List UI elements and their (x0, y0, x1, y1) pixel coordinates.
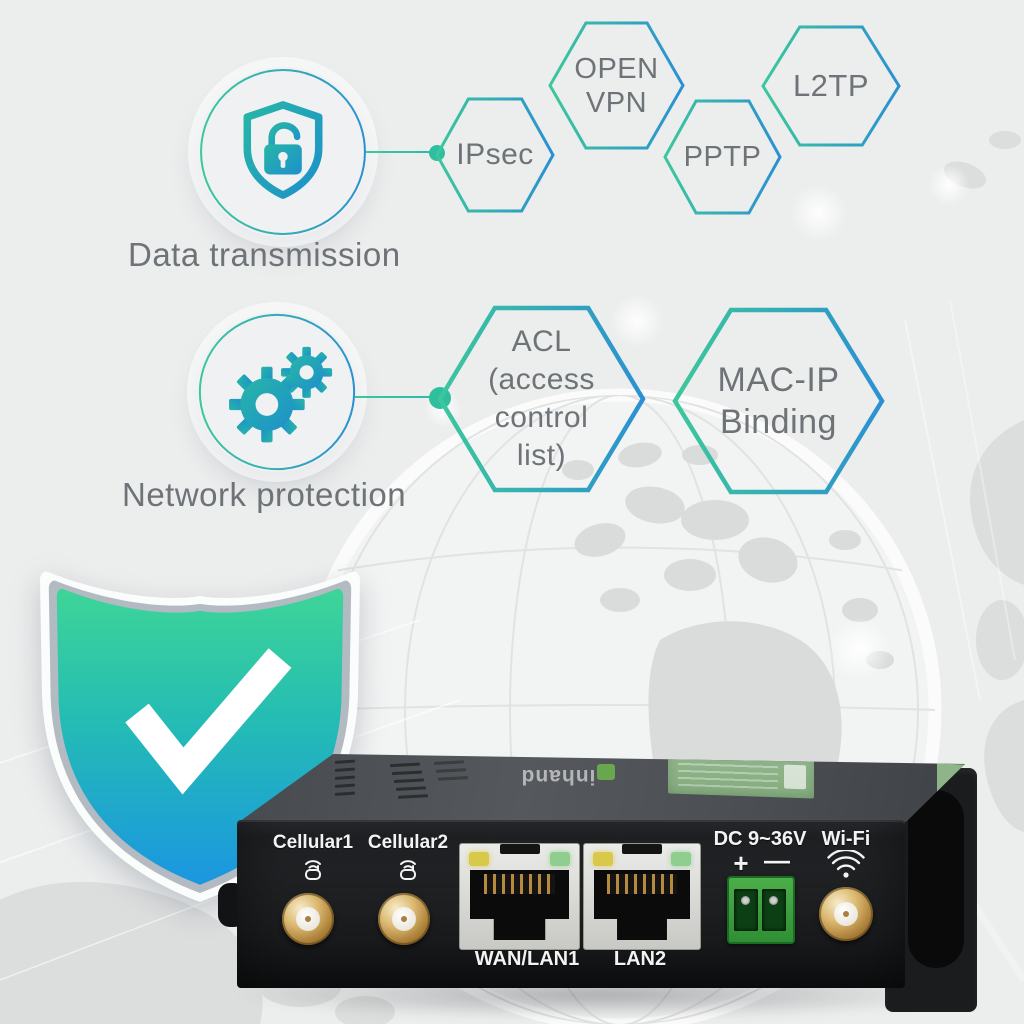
din-rail-clip-bar (908, 790, 964, 968)
gradient-ring (197, 312, 357, 472)
hex-openvpn-line1: OPEN (574, 52, 659, 85)
network-protection-badge (197, 312, 357, 472)
dc-plus-label: + (733, 848, 749, 878)
glow-dot (610, 294, 664, 348)
cellular1-label: Cellular1 (272, 832, 354, 853)
hex-acl-line2: (access (488, 363, 595, 396)
connector-line (366, 151, 438, 153)
port2-led-yellow (593, 852, 613, 866)
port1-latch (500, 844, 540, 854)
antenna-icon (305, 860, 321, 880)
port2-opening (594, 870, 690, 940)
hex-l2tp-label: L2TP (792, 68, 870, 103)
lan2-label: LAN2 (613, 948, 667, 970)
port1-led-yellow (469, 852, 489, 866)
hex-macip-line1: MAC-IP (717, 361, 840, 399)
port2-led-green (671, 852, 691, 866)
glow-dot (790, 184, 848, 242)
gradient-ring (198, 67, 368, 237)
cellular2-label: Cellular2 (367, 832, 449, 853)
brand-logo-mark (597, 764, 615, 780)
wifi-label: Wi-Fi (821, 828, 871, 850)
wifi-icon (827, 850, 865, 878)
ethernet-port-wan-lan1 (459, 843, 580, 950)
dc-terminal-block (727, 876, 795, 944)
wifi-sma-connector (819, 887, 873, 941)
cellular2-sma-connector (378, 893, 430, 945)
glow-dot (826, 616, 892, 682)
dc-voltage-label: DC 9~36V (713, 828, 807, 850)
data-transmission-label: Data transmission (128, 236, 401, 273)
router-top-brand: inhand (520, 765, 596, 788)
port1-opening (470, 870, 569, 940)
dc-minus-label: — (764, 845, 790, 875)
antenna-icon (400, 860, 416, 880)
hex-acl-line1: ACL (511, 325, 572, 358)
port1-led-green (550, 852, 570, 866)
router-top-face: inhand (239, 754, 965, 822)
hexagon-pptp: PPTP (665, 101, 780, 213)
hex-pptp-label: PPTP (683, 140, 762, 173)
hexagon-acl: ACL (access control list) (440, 308, 643, 490)
ethernet-port-lan2 (583, 843, 701, 950)
hex-acl-line4: list) (516, 439, 567, 472)
shield-unlock-icon (243, 101, 323, 199)
vent-slots (390, 760, 474, 804)
wan-lan1-label: WAN/LAN1 (474, 948, 580, 970)
vent-slots (335, 757, 361, 805)
hexagon-mac-ip: MAC-IP Binding (675, 310, 882, 492)
hexagon-openvpn: OPEN VPN (550, 23, 683, 148)
glow-dot (928, 164, 970, 206)
hex-openvpn-line2: VPN (585, 86, 648, 119)
gears-icon (229, 346, 333, 443)
hex-ipsec-label: IPsec (456, 138, 534, 171)
hex-macip-line2: Binding (720, 403, 837, 441)
data-transmission-badge (198, 67, 368, 237)
port2-latch (622, 844, 662, 854)
hex-acl-line3: control (494, 401, 589, 434)
hexagon-ipsec: IPsec (437, 99, 553, 211)
cellular1-sma-connector (282, 893, 334, 945)
connector-line (355, 396, 441, 398)
network-protection-label: Network protection (122, 476, 407, 513)
hexagon-l2tp: L2TP (763, 27, 899, 145)
